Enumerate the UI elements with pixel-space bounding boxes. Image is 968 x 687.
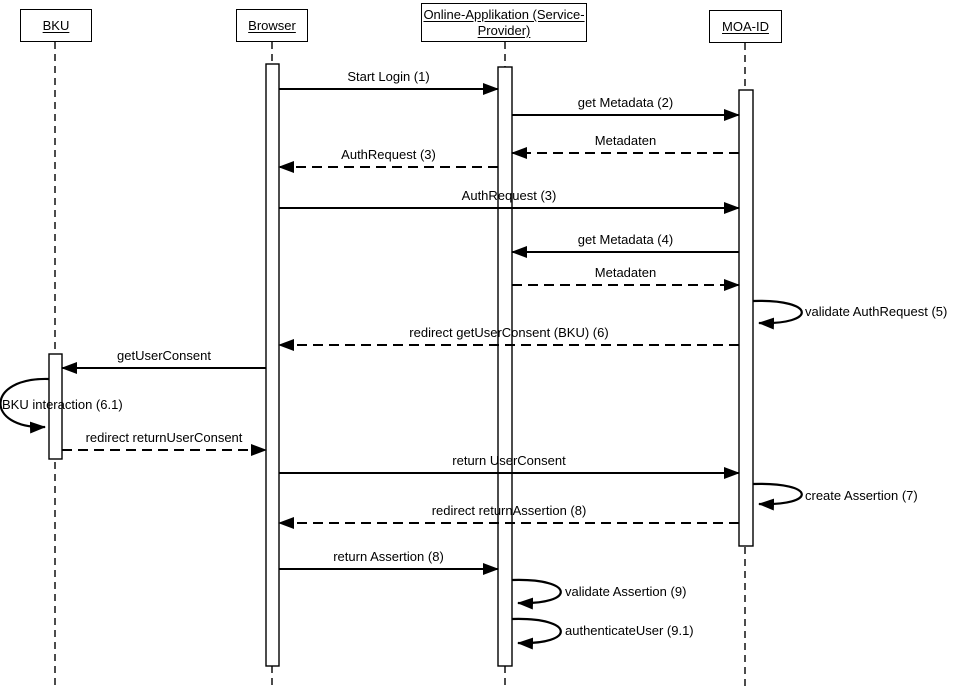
message-label-15: return Assertion (8) bbox=[333, 549, 444, 564]
message-label-2: Metadaten bbox=[594, 133, 657, 148]
message-label-5: get Metadata (4) bbox=[577, 232, 674, 247]
message-label-11: redirect returnUserConsent bbox=[85, 430, 243, 445]
actor-box-bku: BKU bbox=[20, 9, 92, 42]
message-label-8: redirect getUserConsent (BKU) (6) bbox=[409, 325, 609, 340]
self-loop-13 bbox=[752, 482, 803, 511]
self-loop-16 bbox=[511, 578, 562, 610]
message-label-16: validate Assertion (9) bbox=[565, 584, 687, 599]
message-label-6: Metadaten bbox=[594, 265, 657, 280]
self-loop-7 bbox=[752, 299, 803, 330]
activation-bar-moa-id bbox=[738, 89, 754, 547]
message-label-12: return UserConsent bbox=[452, 453, 566, 468]
activations-layer bbox=[48, 63, 754, 667]
message-label-9: getUserConsent bbox=[117, 348, 211, 363]
actor-label-browser: Browser bbox=[248, 17, 296, 33]
message-label-3: AuthRequest (3) bbox=[341, 147, 436, 162]
actor-label-online-applikation: Provider) bbox=[477, 22, 531, 38]
actor-label-online-applikation: Online-Applikation (Service- bbox=[423, 6, 585, 22]
message-label-17: authenticateUser (9.1) bbox=[565, 623, 694, 638]
message-label-10: BKU interaction (6.1) bbox=[2, 397, 123, 412]
activation-bar-online-applikation bbox=[497, 66, 513, 667]
messages-layer bbox=[0, 83, 803, 650]
activation-bar-bku bbox=[48, 353, 63, 460]
message-label-14: redirect returnAssertion (8) bbox=[431, 503, 587, 518]
actor-box-online-applikation: Online-Applikation (Service-Provider) bbox=[421, 3, 587, 42]
message-label-0: Start Login (1) bbox=[347, 69, 430, 84]
message-label-13: create Assertion (7) bbox=[805, 488, 918, 503]
self-loop-10 bbox=[0, 377, 50, 434]
actor-box-browser: Browser bbox=[236, 9, 308, 42]
activation-bar-browser bbox=[265, 63, 280, 667]
actor-label-bku: BKU bbox=[42, 17, 70, 33]
message-label-4: AuthRequest (3) bbox=[461, 188, 557, 203]
actor-label-moa-id: MOA-ID bbox=[722, 18, 769, 34]
self-loop-17 bbox=[511, 617, 562, 650]
actor-box-moa-id: MOA-ID bbox=[709, 10, 782, 43]
message-label-7: validate AuthRequest (5) bbox=[805, 304, 948, 319]
message-label-1: get Metadata (2) bbox=[577, 95, 674, 110]
